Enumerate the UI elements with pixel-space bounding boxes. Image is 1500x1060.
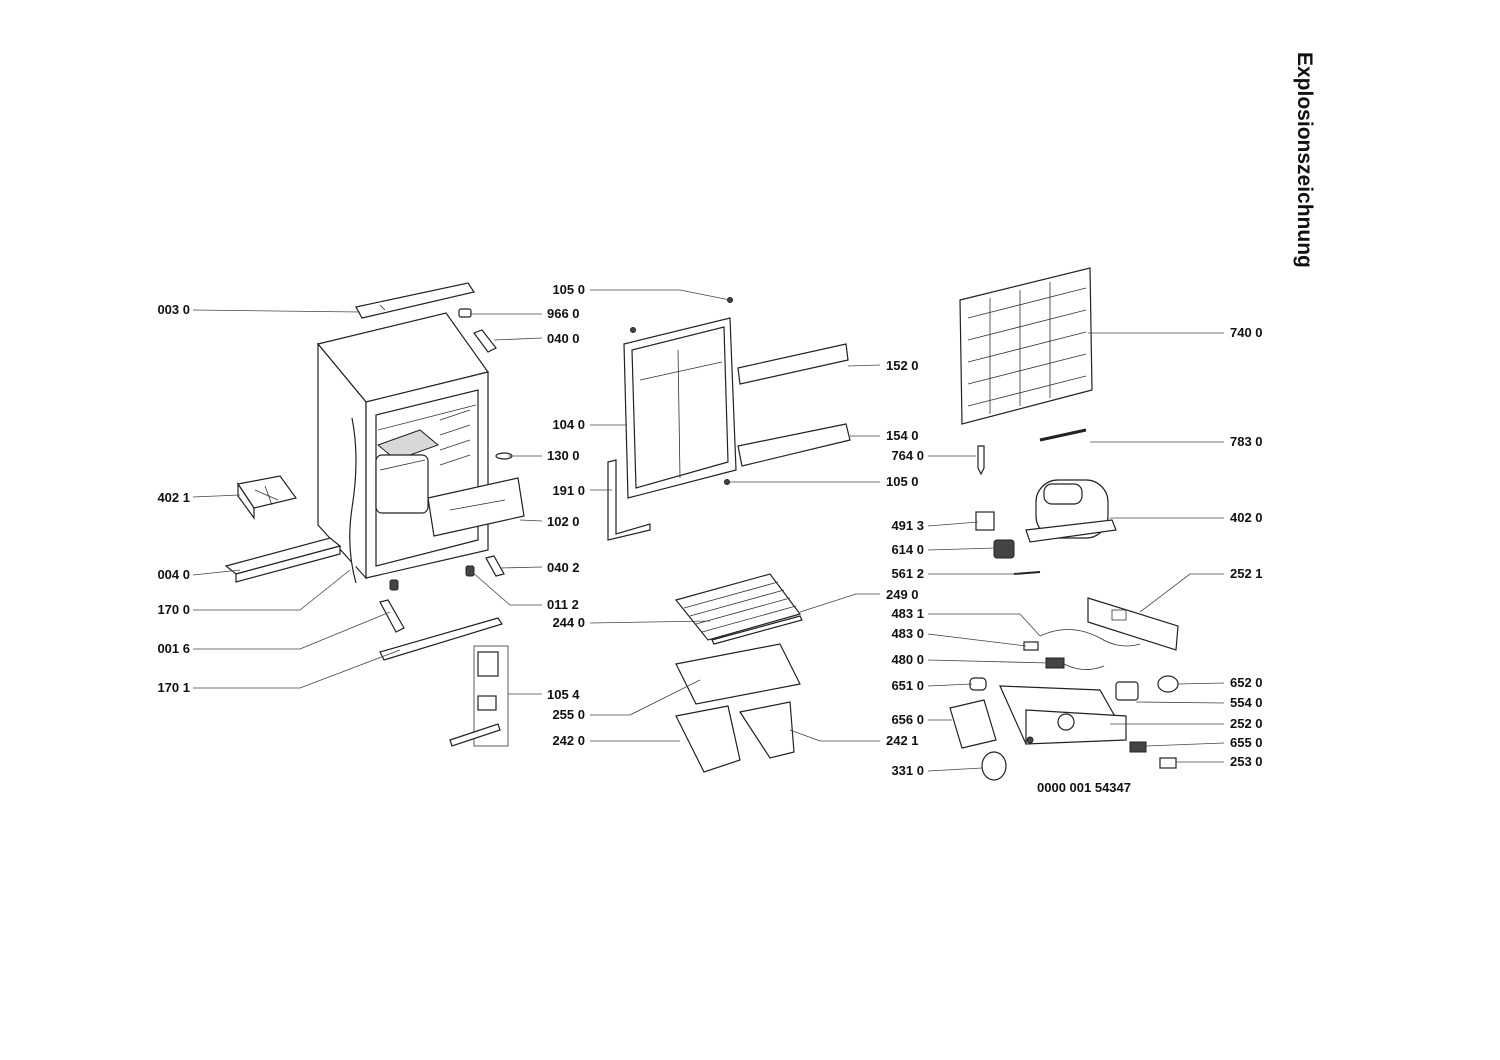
shelf-trim [711, 615, 803, 645]
part-label-255-0: 255 0 [552, 707, 585, 722]
door-profile [607, 459, 651, 541]
part-label-105-0-door: 105 0 [886, 474, 919, 489]
crisper-box-right [739, 701, 795, 759]
top-cover-plate [355, 282, 475, 319]
door-shelf-lower [737, 423, 851, 467]
shelves-group [674, 573, 803, 773]
part-label-764-0: 764 0 [891, 448, 924, 463]
part-label-011-2: 011 2 [547, 597, 579, 612]
switch-655 [1129, 741, 1147, 753]
part-label-004-0: 004 0 [157, 567, 190, 582]
part-label-170-0: 170 0 [157, 602, 190, 617]
lamp-socket [969, 677, 987, 691]
part-label-242-0: 242 0 [552, 733, 585, 748]
wiring-harness [1039, 629, 1141, 647]
part-label-242-1: 242 1 [886, 733, 919, 748]
part-label-554-0: 554 0 [1230, 695, 1263, 710]
bracket [379, 599, 405, 633]
part-label-130-0: 130 0 [547, 448, 580, 463]
part-label-105-0-top: 105 0 [552, 282, 585, 297]
cabinet-group [224, 282, 525, 747]
part-label-491-3: 491 3 [891, 518, 924, 533]
part-label-655-0: 655 0 [1230, 735, 1263, 750]
bottom-hinge [485, 555, 505, 577]
seal-ring [981, 751, 1007, 781]
part-label-040-0: 040 0 [547, 331, 580, 346]
part-label-652-0: 652 0 [1230, 675, 1263, 690]
part-label-402-0: 402 0 [1230, 510, 1263, 525]
part-label-105-4: 105 4 [547, 687, 580, 702]
part-label-001-6: 001 6 [157, 641, 190, 656]
wire-shelf [674, 573, 802, 641]
overload-protector [993, 539, 1015, 559]
drier-tube [1039, 428, 1087, 442]
cable-561 [1013, 571, 1041, 575]
capillary-valve [977, 445, 985, 476]
part-label-331-0: 331 0 [891, 763, 924, 778]
part-label-966-0: 966 0 [547, 306, 580, 321]
document-number: 0000 001 54347 [1037, 780, 1131, 795]
part-label-249-0: 249 0 [886, 587, 919, 602]
page-title: Explosionszeichnung [1293, 52, 1316, 268]
part-label-614-0: 614 0 [891, 542, 924, 557]
part-label-253-0: 253 0 [1230, 754, 1263, 769]
part-label-244-0: 244 0 [552, 615, 585, 630]
part-label-252-0: 252 0 [1230, 716, 1263, 731]
thermostat-knob [1115, 681, 1139, 701]
glass-shelf [675, 643, 801, 705]
part-label-154-0: 154 0 [886, 428, 919, 443]
part-label-740-0: 740 0 [1230, 325, 1263, 340]
part-label-191-0: 191 0 [552, 483, 585, 498]
door-shelf-upper [737, 343, 849, 385]
part-label-483-0: 483 0 [891, 626, 924, 641]
hinge-kit-frame [473, 645, 509, 747]
clip-966 [458, 308, 472, 318]
part-label-170-1: 170 1 [157, 680, 190, 695]
long-rail [379, 617, 503, 661]
crisper-box-left [675, 705, 741, 773]
start-relay [975, 511, 995, 531]
part-label-040-2: 040 2 [547, 560, 580, 575]
switch-253 [1159, 757, 1177, 769]
door-group [607, 297, 851, 541]
part-label-104-0: 104 0 [552, 417, 585, 432]
part-label-783-0: 783 0 [1230, 434, 1263, 449]
screw-lower [724, 479, 730, 485]
part-label-480-0: 480 0 [891, 652, 924, 667]
top-hinge [473, 329, 497, 353]
control-board [1087, 597, 1179, 651]
foot [465, 565, 475, 577]
part-label-252-1: 252 1 [1230, 566, 1263, 581]
part-label-102-0: 102 0 [547, 514, 580, 529]
cooling-group [949, 267, 1179, 781]
condenser-coil [959, 267, 1093, 425]
part-label-003-0: 003 0 [157, 302, 190, 317]
part-label-651-0: 651 0 [891, 678, 924, 693]
part-label-656-0: 656 0 [891, 712, 924, 727]
crisper-drawer-front [427, 477, 525, 537]
lamp-cover-grille [949, 699, 997, 749]
leader-lines [192, 289, 1225, 772]
part-label-483-1: 483 1 [891, 606, 924, 621]
gasket-strip [349, 417, 357, 584]
part-label-561-2: 561 2 [891, 566, 924, 581]
lamp-bulb [1157, 675, 1179, 693]
part-label-152-0: 152 0 [886, 358, 919, 373]
part-label-402-1: 402 1 [157, 490, 190, 505]
